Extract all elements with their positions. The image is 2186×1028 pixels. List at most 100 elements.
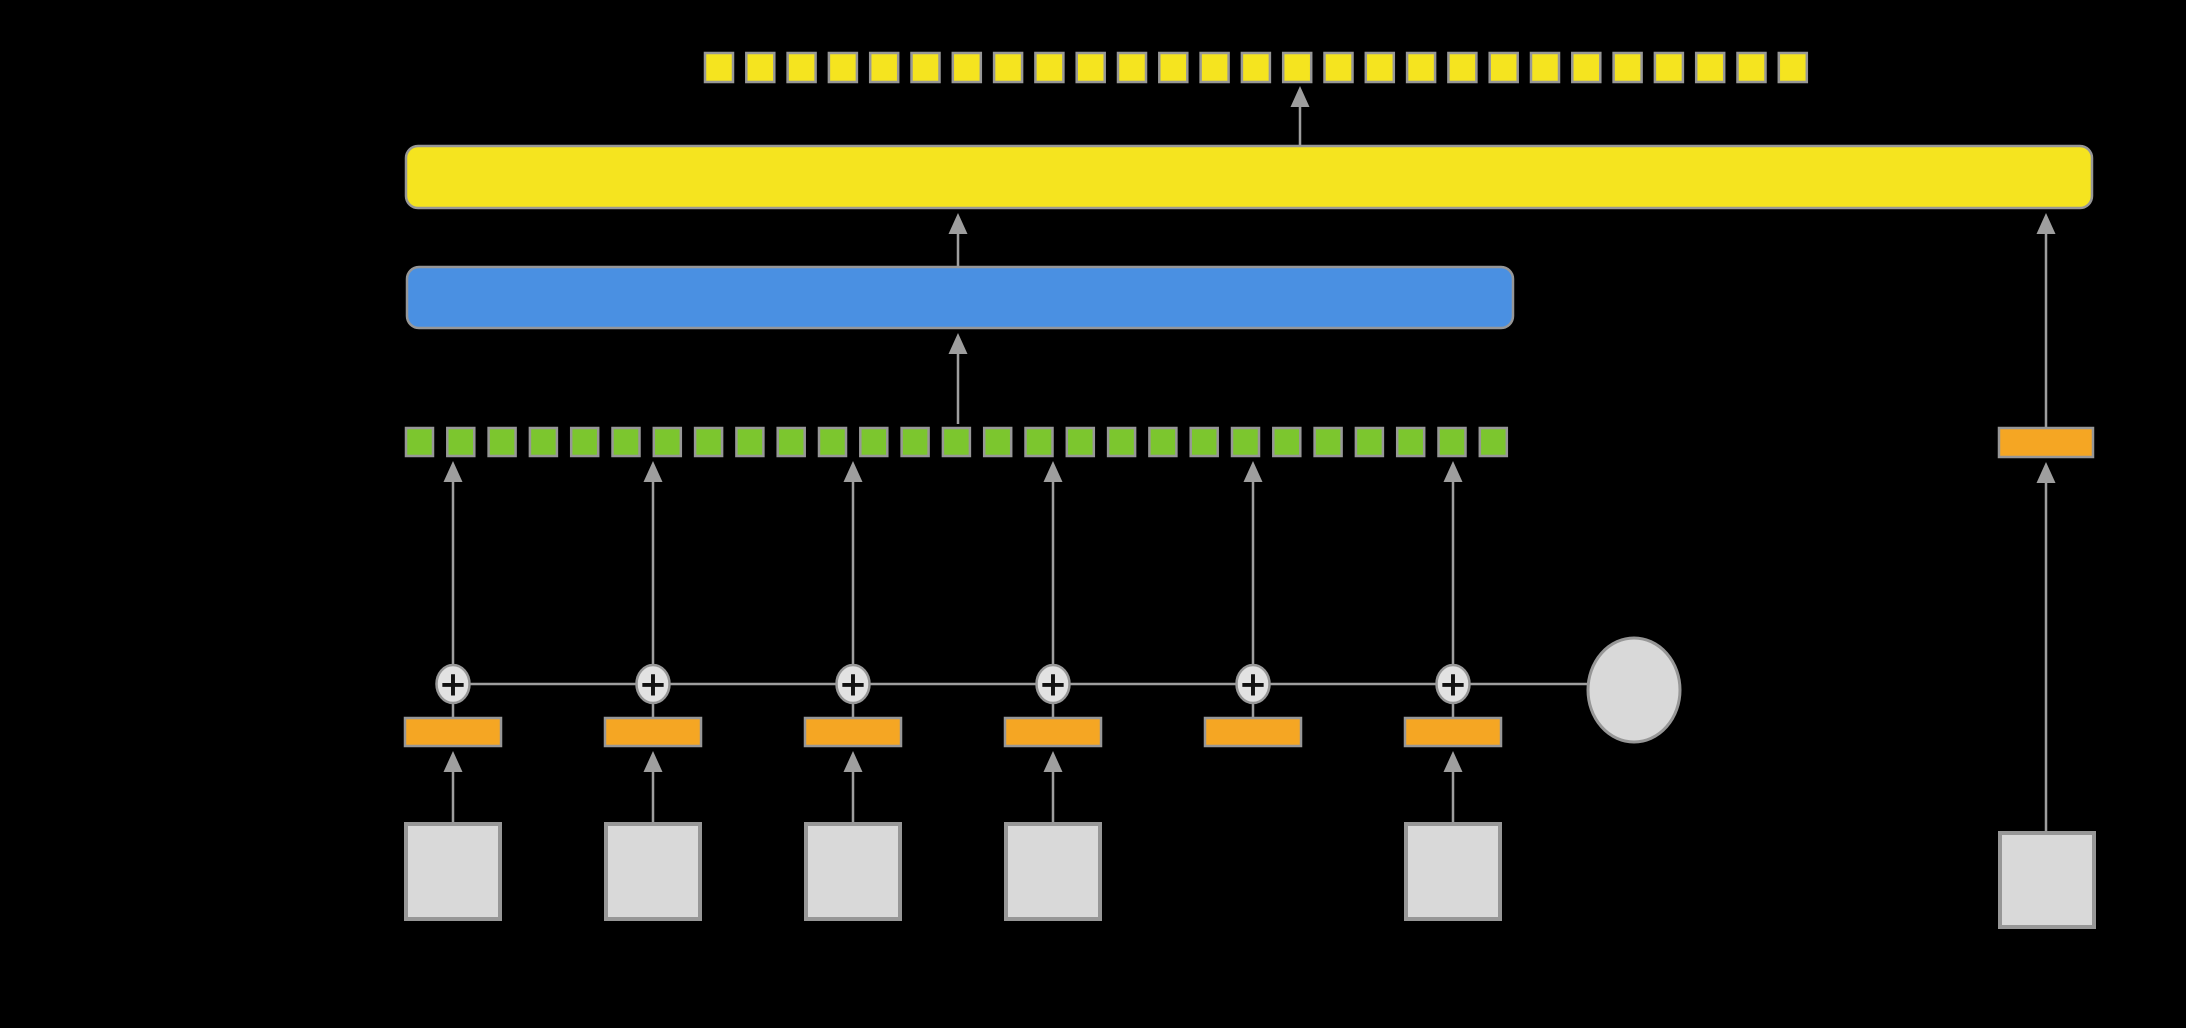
arrow-input-to-embedding-6 xyxy=(1443,751,1463,824)
arrow-right-bar-to-contextbar xyxy=(2036,213,2056,428)
input-patch-square xyxy=(804,822,902,921)
feature-token xyxy=(982,426,1013,458)
positional-sum-node: + xyxy=(1435,663,1471,705)
patch-embedding-bar xyxy=(1403,716,1503,748)
arrow-head-icon xyxy=(843,461,863,482)
plus-icon: + xyxy=(1439,665,1468,705)
arrow-head-icon xyxy=(1443,751,1463,772)
output-token xyxy=(1199,51,1230,84)
feature-token xyxy=(528,426,559,458)
output-token xyxy=(951,51,983,84)
plus-circle xyxy=(1435,663,1471,705)
arrow-input-to-embedding-2 xyxy=(643,751,663,824)
feature-token xyxy=(1478,426,1509,458)
arrow-contextbar-to-output-tokens xyxy=(1290,86,1310,146)
feature-token xyxy=(404,426,435,458)
feature-token xyxy=(776,426,806,458)
input-patch-square xyxy=(1004,822,1102,921)
arrow-input-to-embedding-1 xyxy=(443,751,463,824)
arrow-head-icon xyxy=(643,461,663,482)
output-token xyxy=(992,51,1024,84)
arrow-sum-to-feature-5 xyxy=(1243,461,1263,666)
feature-token xyxy=(735,426,765,458)
arrow-head-icon xyxy=(843,751,863,772)
output-token xyxy=(1405,51,1437,84)
output-token xyxy=(703,51,735,84)
feature-token xyxy=(1354,426,1385,458)
output-token xyxy=(1488,51,1519,84)
input-patch-square xyxy=(404,822,502,921)
feature-token xyxy=(1065,426,1096,458)
output-token xyxy=(1364,51,1396,84)
feature-token xyxy=(817,426,848,458)
feature-token xyxy=(1272,426,1302,458)
output-token xyxy=(1529,51,1561,84)
positional-sum-node: + xyxy=(1235,663,1271,705)
output-token xyxy=(1653,51,1685,84)
right-input-square xyxy=(1998,831,2096,929)
arrow-sum-to-feature-3 xyxy=(843,461,863,666)
feature-token xyxy=(487,426,517,458)
feature-token xyxy=(1106,426,1137,458)
arrow-right-square-to-bar xyxy=(2036,462,2056,833)
output-token xyxy=(745,51,776,84)
feature-token xyxy=(652,426,683,458)
arrow-head-icon xyxy=(2036,213,2056,234)
patch-embedding-bar xyxy=(803,716,903,748)
plus-icon: + xyxy=(839,665,868,705)
plus-icon: + xyxy=(639,665,668,705)
feature-token xyxy=(859,426,889,458)
output-token xyxy=(1281,51,1313,84)
output-token xyxy=(1777,51,1809,84)
output-token xyxy=(1323,51,1354,84)
arrow-head-icon xyxy=(948,333,968,354)
right-embedding-bar xyxy=(1997,426,2095,459)
output-token xyxy=(1447,51,1478,84)
positional-sum-node: + xyxy=(1035,663,1071,705)
patch-embedding-bar xyxy=(1203,716,1303,748)
positional-sum-node: + xyxy=(435,663,471,705)
arrow-input-to-embedding-3 xyxy=(843,751,863,824)
arrow-head-icon xyxy=(1443,461,1463,482)
plus-circle xyxy=(835,663,871,705)
arrow-sum-to-feature-1 xyxy=(443,461,463,666)
arrow-input-to-embedding-4 xyxy=(1043,751,1063,824)
arrow-head-icon xyxy=(2036,462,2056,483)
feature-token xyxy=(446,426,476,458)
patch-embedding-bar xyxy=(1003,716,1103,748)
positional-sum-node: + xyxy=(835,663,871,705)
positional-sum-node: + xyxy=(635,663,671,705)
patch-embedding-bar xyxy=(403,716,503,748)
output-token xyxy=(827,51,859,84)
feature-token xyxy=(693,426,724,458)
transformer-encoder-bar xyxy=(405,265,1515,330)
plus-circle xyxy=(435,663,471,705)
feature-token xyxy=(941,426,972,458)
plus-icon: + xyxy=(439,665,468,705)
context-output-bar xyxy=(404,144,2094,210)
output-token xyxy=(1116,51,1148,84)
arrow-head-icon xyxy=(643,751,663,772)
output-token xyxy=(1736,51,1767,84)
plus-circle xyxy=(635,663,671,705)
arrow-head-icon xyxy=(1290,86,1310,107)
arrow-sum-to-feature-4 xyxy=(1043,461,1063,666)
output-token xyxy=(1034,51,1065,84)
plus-icon: + xyxy=(1039,665,1068,705)
feature-token xyxy=(1395,426,1426,458)
arrow-head-icon xyxy=(443,751,463,772)
output-token xyxy=(786,51,817,84)
input-patch-square xyxy=(604,822,702,921)
feature-token xyxy=(1230,426,1261,458)
feature-token xyxy=(611,426,641,458)
output-token xyxy=(868,51,900,84)
aggregate-circle xyxy=(1586,636,1682,744)
output-token xyxy=(1240,51,1272,84)
arrow-head-icon xyxy=(1043,461,1063,482)
output-token xyxy=(1075,51,1106,84)
arrow-head-icon xyxy=(948,213,968,234)
plus-icon: + xyxy=(1239,665,1268,705)
output-token xyxy=(1612,51,1643,84)
